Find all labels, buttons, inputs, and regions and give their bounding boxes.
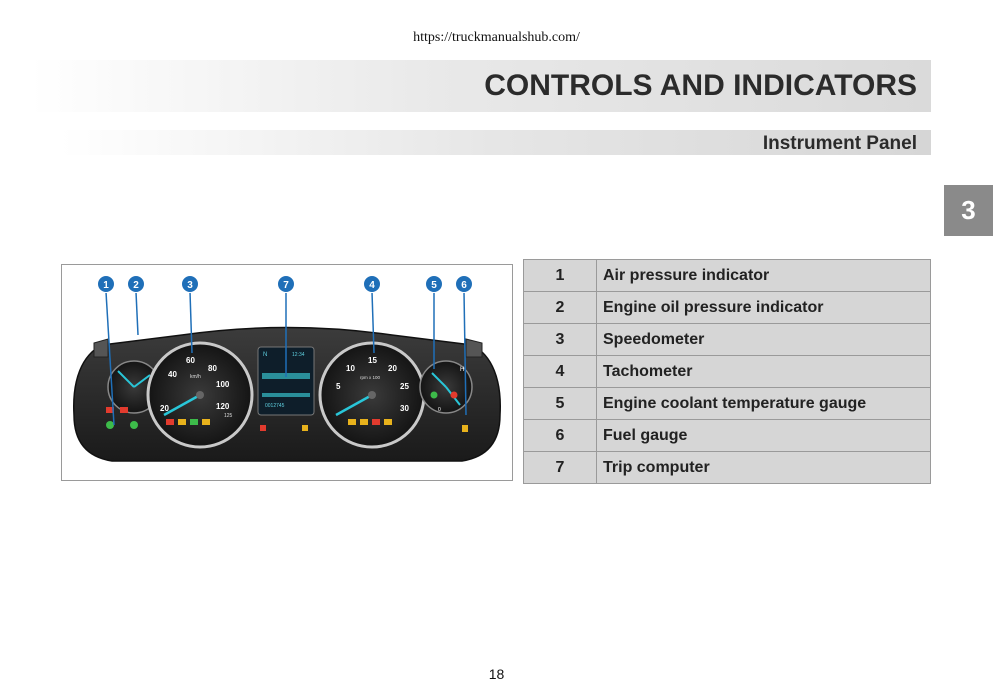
rpm-tick-30: 30	[400, 404, 409, 413]
legend-label: Speedometer	[596, 323, 931, 356]
callout-1: 1	[97, 275, 115, 293]
page-title: CONTROLS AND INDICATORS	[484, 69, 917, 102]
speedometer: 20 40 60 80 100 120 125 km/h	[146, 341, 254, 449]
right-mount	[465, 338, 483, 358]
table-row: 2 Engine oil pressure indicator	[523, 291, 931, 324]
rpm-tick-20: 20	[388, 364, 397, 373]
instrument-cluster-illustration: 20 40 60 80 100 120 125 km/h N 12:34 001…	[73, 275, 501, 462]
indicator-light	[130, 421, 138, 429]
legend-label: Engine oil pressure indicator	[596, 291, 931, 324]
callout-2: 2	[127, 275, 145, 293]
title-banner: CONTROLS AND INDICATORS	[30, 60, 931, 112]
legend-label: Trip computer	[596, 451, 931, 484]
speed-tick-100: 100	[216, 380, 230, 389]
legend-label: Tachometer	[596, 355, 931, 388]
legend-number: 3	[523, 323, 597, 356]
coolant-needle	[431, 372, 447, 388]
svg-text:6: 6	[461, 280, 467, 291]
indicator-light	[430, 391, 438, 399]
rpm-tick-5: 5	[336, 382, 341, 391]
legend-number: 5	[523, 387, 597, 420]
rpm-unit: rpm x 100	[360, 375, 381, 380]
speed-inner-tick: 125	[224, 413, 233, 419]
air-pressure-needle	[117, 370, 135, 388]
tachometer: 5 10 15 20 25 30 rpm x 100	[318, 341, 426, 449]
callout-7: 7	[277, 275, 295, 293]
table-row: 5 Engine coolant temperature gauge	[523, 387, 931, 420]
legend-number: 4	[523, 355, 597, 388]
chapter-tab: 3	[944, 185, 993, 236]
legend-number: 7	[523, 451, 597, 484]
svg-text:4: 4	[369, 280, 375, 291]
callout-3: 3	[181, 275, 199, 293]
legend-number: 2	[523, 291, 597, 324]
table-row: 7 Trip computer	[523, 451, 931, 484]
indicator-light	[106, 421, 114, 429]
gear-indicator: N	[263, 352, 267, 358]
legend-label: Engine coolant temperature gauge	[596, 387, 931, 420]
svg-text:5: 5	[431, 280, 437, 291]
odometer-readout: 0012745	[265, 403, 285, 409]
table-row: 4 Tachometer	[523, 355, 931, 388]
oil-pressure-needle	[133, 374, 151, 388]
legend-number: 6	[523, 419, 597, 452]
coolant-high-mark: H	[460, 367, 464, 373]
callout-lines	[105, 291, 467, 426]
subtitle-banner: Instrument Panel	[60, 130, 931, 155]
table-row: 3 Speedometer	[523, 323, 931, 356]
left-mount	[93, 338, 109, 358]
speed-unit: km/h	[190, 374, 201, 380]
speedometer-needle	[163, 393, 201, 417]
small-gauges-right: H 0	[419, 360, 473, 432]
callout-6: 6	[455, 275, 473, 293]
rpm-tick-25: 25	[400, 382, 409, 391]
fuel-warning-light	[462, 425, 468, 432]
legend-number: 1	[523, 259, 597, 292]
legend-label: Air pressure indicator	[596, 259, 931, 292]
speed-tick-60: 60	[186, 356, 195, 365]
rpm-tick-10: 10	[346, 364, 355, 373]
svg-text:1: 1	[103, 280, 109, 291]
legend-table: 1 Air pressure indicator 2 Engine oil pr…	[523, 259, 931, 484]
table-row: 1 Air pressure indicator	[523, 259, 931, 292]
section-title: Instrument Panel	[762, 133, 917, 154]
svg-text:2: 2	[133, 280, 139, 291]
fuel-empty-mark: 0	[438, 407, 441, 413]
page-number: 18	[488, 666, 505, 682]
table-row: 6 Fuel gauge	[523, 419, 931, 452]
rpm-tick-15: 15	[368, 356, 377, 365]
indicator-light	[450, 391, 458, 399]
legend-label: Fuel gauge	[596, 419, 931, 452]
speed-tick-20: 20	[160, 404, 169, 413]
display-clock: 12:34	[292, 352, 305, 358]
callout-5: 5	[425, 275, 443, 293]
callout-markers: 1 2 3 7 4 5 6	[97, 275, 473, 293]
svg-text:3: 3	[187, 280, 193, 291]
source-url: https://truckmanualshub.com/	[413, 30, 580, 45]
speed-tick-80: 80	[208, 364, 217, 373]
svg-text:7: 7	[283, 280, 289, 291]
speed-tick-40: 40	[168, 370, 177, 379]
speed-tick-120: 120	[216, 402, 230, 411]
tachometer-needle	[335, 393, 373, 417]
instrument-panel-figure: 20 40 60 80 100 120 125 km/h N 12:34 001…	[61, 264, 513, 481]
callout-4: 4	[363, 275, 381, 293]
